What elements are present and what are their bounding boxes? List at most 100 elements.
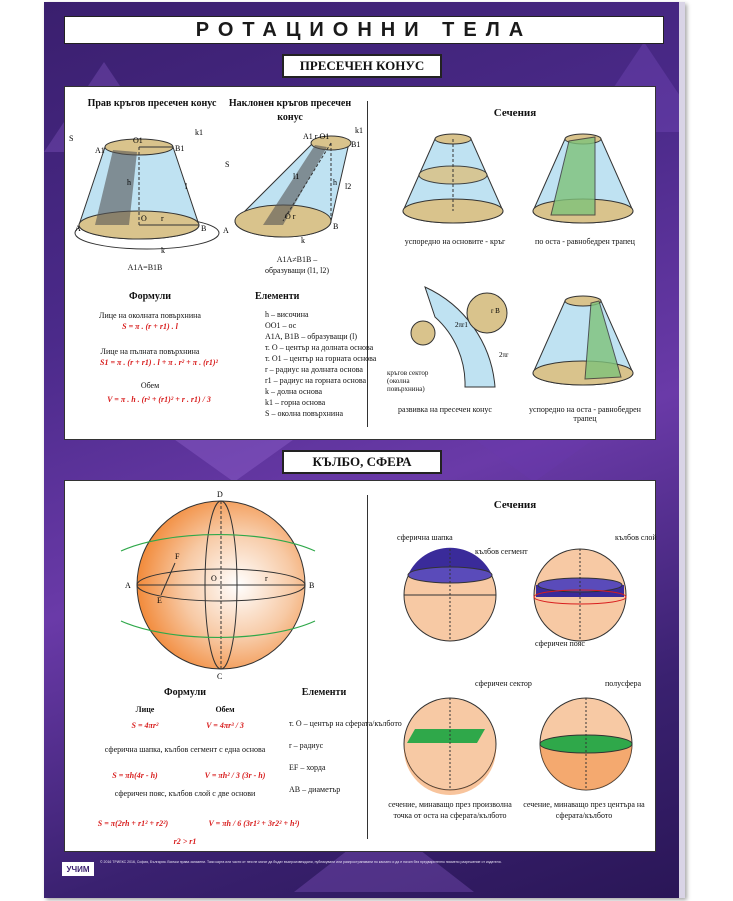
right-cone-caption: A1A=B1B <box>127 263 163 272</box>
svg-text:h: h <box>333 178 337 187</box>
zone-label: сферичен пояс, кълбов слой с две основи <box>114 789 256 798</box>
oblique-cone-caption-2: образуващи (l1, l2) <box>264 266 330 275</box>
cone-panel: Прав кръгов пресечен конус Наклонен кръг… <box>64 86 656 440</box>
zone-volume-formula: V = πh / 6 (3r1² + 3r2² + h²) <box>208 819 300 828</box>
element-item: OO1 – ос <box>265 321 297 330</box>
element-item: AB – диаметър <box>289 785 341 794</box>
section-2-caption: по оста - равнобедрен трапец <box>535 237 635 246</box>
element-item: r – радиус <box>289 741 324 750</box>
net-sector-note: кръгов сектор (околна повърхнина) <box>387 369 429 393</box>
sphere-elements-list: т. O – център на сферата/кълбото r – ради… <box>289 713 402 801</box>
oblique-frustum-figure: S A1 r O1 B1 k1 h l2 l1 O r A B k <box>223 126 363 245</box>
svg-text:B1: B1 <box>351 140 360 149</box>
poster-title: РОТАЦИОННИ ТЕЛА <box>64 16 664 44</box>
sphere-panel: D F A E O r B C Формули Лице Обем S = 4π… <box>64 480 657 852</box>
hemisphere-tag: полусфера <box>605 679 642 688</box>
svg-text:O r: O r <box>285 212 296 221</box>
formula-total-label: Лице на пълната повърхнина <box>100 347 200 356</box>
cap-area-formula: S = πh(4r - h) <box>112 771 158 780</box>
oblique-cone-caption-1: A1A≠B1B – <box>276 255 318 264</box>
svg-text:E: E <box>157 596 162 605</box>
zone-area-formula: S = π(2rh + r1² + r2²) <box>97 819 169 828</box>
svg-text:2πr1: 2πr1 <box>455 321 468 329</box>
publisher-logo: УЧИМ <box>62 862 94 876</box>
svg-text:2πr: 2πr <box>499 351 509 359</box>
formula-lateral: S = π . (r + r1) . l <box>122 322 178 331</box>
cone-section-label: ПРЕСЕЧЕН КОНУС <box>282 54 442 78</box>
cone-elements-title: Елементи <box>255 291 300 302</box>
svg-text:l1: l1 <box>293 172 299 181</box>
svg-text:r: r <box>265 574 268 583</box>
cap-volume-formula: V = πh² / 3 (3r - h) <box>204 771 266 780</box>
oblique-cone-title: Наклонен кръгов пресечен конус <box>228 98 352 123</box>
svg-text:k1: k1 <box>195 128 203 137</box>
svg-text:B: B <box>201 224 206 233</box>
svg-text:O: O <box>141 214 147 223</box>
svg-text:A1: A1 <box>95 146 105 155</box>
element-item: т. O1 – център на горната основа <box>265 354 377 363</box>
poster-background: РОТАЦИОННИ ТЕЛА ПРЕСЕЧЕН КОНУС Прав кръг… <box>44 2 685 898</box>
svg-text:C: C <box>217 672 222 681</box>
element-item: EF – хорда <box>289 763 326 772</box>
svg-text:O: O <box>211 574 217 583</box>
svg-text:B1: B1 <box>175 144 184 153</box>
element-item: r – радиус на долната основа <box>265 365 363 374</box>
svg-text:A: A <box>125 581 131 590</box>
svg-text:l2: l2 <box>345 182 351 191</box>
svg-text:k1: k1 <box>355 126 363 135</box>
svg-text:k: k <box>301 236 305 245</box>
svg-text:A: A <box>223 226 229 235</box>
svg-text:O1: O1 <box>133 136 143 145</box>
element-item: т. O – център на долната основа <box>265 343 374 352</box>
svg-text:h: h <box>127 178 131 187</box>
svg-text:l: l <box>185 182 188 191</box>
right-frustum-figure: S A1 O1 B1 k1 h l O r A B k <box>69 128 220 255</box>
svg-text:B: B <box>309 581 314 590</box>
sphere-cap-figure <box>403 547 497 642</box>
section-1-caption: успоредно на основите - кръг <box>404 237 506 246</box>
sphere-sector-figure <box>403 697 497 795</box>
formula-volume: V = π . h . (r² + (r1)² + r . r1) / 3 <box>107 395 211 404</box>
section-b-caption: сечение, минаващо през центъра на сферат… <box>523 800 645 820</box>
zone-condition: r2 > r1 <box>173 837 197 846</box>
copyright-text: © 2016 ТРИЕКС 2016, София, България. Вси… <box>100 860 502 864</box>
element-item: A1A, B1B – образуващи (l) <box>265 332 358 341</box>
cone-sections-title: Сечения <box>493 107 537 119</box>
sphere-area-formula: S = 4πr² <box>131 721 159 730</box>
element-item: S – околна повърхнина <box>265 409 344 418</box>
svg-text:A: A <box>75 224 81 233</box>
sphere-elements-title: Елементи <box>301 687 347 698</box>
element-item: т. O – център на сферата/кълбото <box>289 719 402 728</box>
sphere-hemisphere-figure <box>539 697 633 791</box>
element-item: r1 – радиус на горната основа <box>265 376 367 385</box>
cone-formulas-title: Формули <box>129 291 171 302</box>
sector-tag: сферичен сектор <box>475 679 532 688</box>
right-cone-title: Прав кръгов пресечен конус <box>87 98 217 109</box>
section-a-caption: сечение, минаващо през произволна точка … <box>388 800 512 820</box>
svg-text:r: r <box>161 214 164 223</box>
formula-total: S1 = π . (r + r1) . l + π . r² + π . (r1… <box>100 358 218 367</box>
svg-text:S: S <box>225 160 229 169</box>
frustum-net-figure: r B 2πr1 2πr <box>410 286 509 388</box>
section-4-caption: успоредно на оста - равнобедрен трапец <box>529 405 641 423</box>
element-item: k – долна основа <box>265 387 323 396</box>
svg-text:k: k <box>161 246 165 255</box>
belt-tag: сферичен пояс <box>535 639 585 648</box>
sphere-area-label: Лице <box>135 705 155 714</box>
section-3-caption: развивка на пресечен конус <box>398 405 492 414</box>
sphere-volume-label: Обем <box>215 705 235 714</box>
sphere-layer-figure <box>533 548 627 642</box>
svg-text:r B: r B <box>491 307 500 315</box>
section-parallel-axis-figure <box>532 295 634 386</box>
svg-text:D: D <box>217 490 223 499</box>
sphere-main-figure: D F A E O r B C <box>120 490 316 681</box>
svg-text:F: F <box>175 552 180 561</box>
cap-label: сферична шапка, кълбов сегмент с една ос… <box>104 745 266 754</box>
sphere-formulas-title: Формули <box>164 687 206 698</box>
layer-tag: кълбов слой <box>615 533 657 542</box>
svg-text:S: S <box>69 134 73 143</box>
element-item: h – височина <box>265 310 309 319</box>
cap-tag: сферична шапка <box>397 533 453 542</box>
section-parallel-base-figure <box>402 133 504 224</box>
